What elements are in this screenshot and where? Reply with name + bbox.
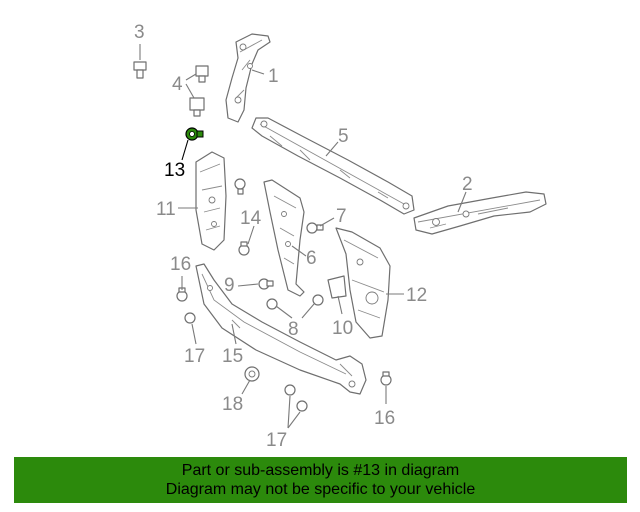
callout-11: 11: [156, 199, 176, 220]
callout-13: 13: [164, 160, 185, 181]
callout-9: 9: [224, 275, 235, 296]
callout-5: 5: [338, 126, 349, 147]
part-9-bolt[interactable]: [258, 278, 274, 290]
part-7-bolt[interactable]: [306, 222, 324, 234]
part-4-bolt-upper[interactable]: [195, 65, 209, 83]
part-2-side-rail[interactable]: [413, 191, 547, 235]
part-4-bolt-lower[interactable]: [189, 97, 205, 117]
callout-7: 7: [336, 206, 347, 227]
part-17-clip-lower-1[interactable]: [284, 384, 296, 396]
callout-8: 8: [288, 319, 299, 340]
part-16-bolt-right[interactable]: [380, 371, 392, 386]
part-1-upper-bracket[interactable]: [225, 33, 271, 123]
info-banner: Part or sub-assembly is #13 in diagram D…: [14, 457, 627, 503]
callout-labels: 3 4 1 5 13 2 11 7 14 6 16 9 12 8 10 17 1…: [134, 22, 473, 451]
callout-14: 14: [240, 208, 262, 229]
callout-17-lower: 17: [266, 430, 287, 451]
callout-10: 10: [332, 318, 353, 339]
part-18-nut[interactable]: [244, 366, 260, 382]
part-3-bolt[interactable]: [133, 61, 147, 79]
part-6-center-bracket[interactable]: [263, 179, 305, 297]
callout-3: 3: [134, 22, 145, 43]
parts-diagram: 3 4 1 5 13 2 11 7 14 6 16 9 12 8 10 17 1…: [133, 22, 547, 451]
part-15-lower-cross-member[interactable]: [195, 263, 367, 395]
callout-18: 18: [222, 394, 243, 415]
part-8-bolt-left[interactable]: [266, 298, 278, 310]
part-8-bolt-right[interactable]: [312, 294, 324, 306]
leader-lines: [139, 44, 467, 429]
callout-15: 15: [222, 346, 243, 367]
callout-16-left: 16: [170, 254, 191, 275]
part-5-upper-cross-member[interactable]: [251, 117, 415, 215]
banner-line-part: Part or sub-assembly is #13 in diagram: [181, 462, 460, 479]
banner-line-disclaimer: Diagram may not be specific to your vehi…: [165, 481, 476, 498]
part-13-nut-highlighted[interactable]: [185, 127, 204, 141]
callout-1: 1: [268, 66, 279, 87]
callout-12: 12: [406, 285, 427, 306]
callout-4: 4: [172, 74, 183, 95]
part-17-clip-lower-2[interactable]: [296, 400, 308, 412]
callout-2: 2: [462, 174, 473, 195]
part-10-plate[interactable]: [327, 275, 347, 299]
part-fastener-upper-left[interactable]: [234, 178, 246, 195]
callout-6: 6: [306, 248, 317, 269]
part-12-right-panel[interactable]: [335, 227, 391, 339]
part-14-clip[interactable]: [238, 241, 250, 256]
part-11-left-panel[interactable]: [195, 151, 227, 251]
callout-16-right: 16: [374, 408, 395, 429]
part-17-clip-left[interactable]: [184, 312, 196, 324]
callout-17-left: 17: [184, 346, 205, 367]
